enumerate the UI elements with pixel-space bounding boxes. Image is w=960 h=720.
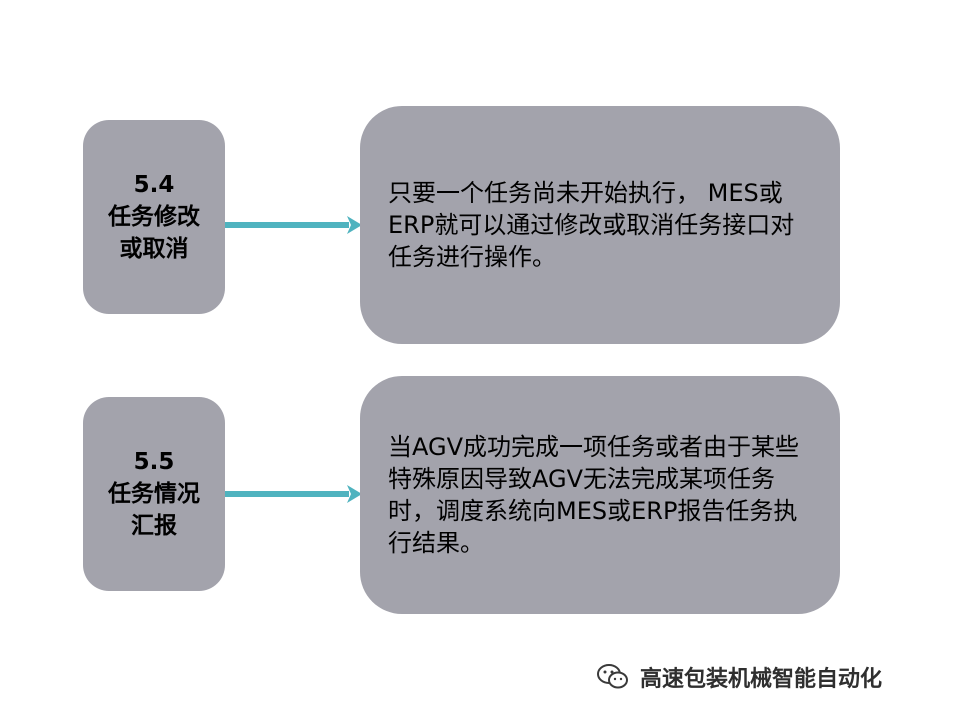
step-title-line1: 任务情况 bbox=[108, 481, 200, 507]
watermark: 高速包装机械智能自动化 bbox=[596, 662, 882, 692]
arrow-right-icon bbox=[225, 216, 362, 234]
step-description: 只要一个任务尚未开始执行， MES或ERP就可以通过修改或取消任务接口对任务进行… bbox=[388, 179, 795, 271]
wechat-icon bbox=[597, 664, 628, 689]
step-label-box: 5.4 任务修改 或取消 bbox=[83, 120, 225, 314]
step-description-box: 当AGV成功完成一项任务或者由于某些特殊原因导致AGV无法完成某项任务时，调度系… bbox=[360, 376, 840, 614]
step-title-line2: 或取消 bbox=[119, 236, 189, 262]
step-number: 5.4 bbox=[133, 172, 175, 198]
step-title-line1: 任务修改 bbox=[108, 204, 200, 230]
watermark-text: 高速包装机械智能自动化 bbox=[640, 667, 883, 692]
step-description: 当AGV成功完成一项任务或者由于某些特殊原因导致AGV无法完成某项任务时，调度系… bbox=[388, 433, 800, 557]
step-description-box: 只要一个任务尚未开始执行， MES或ERP就可以通过修改或取消任务接口对任务进行… bbox=[360, 106, 840, 344]
step-title-line2: 汇报 bbox=[131, 513, 177, 539]
arrow-right-icon bbox=[225, 485, 362, 503]
step-number: 5.5 bbox=[133, 449, 175, 475]
step-label-box: 5.5 任务情况 汇报 bbox=[83, 397, 225, 591]
